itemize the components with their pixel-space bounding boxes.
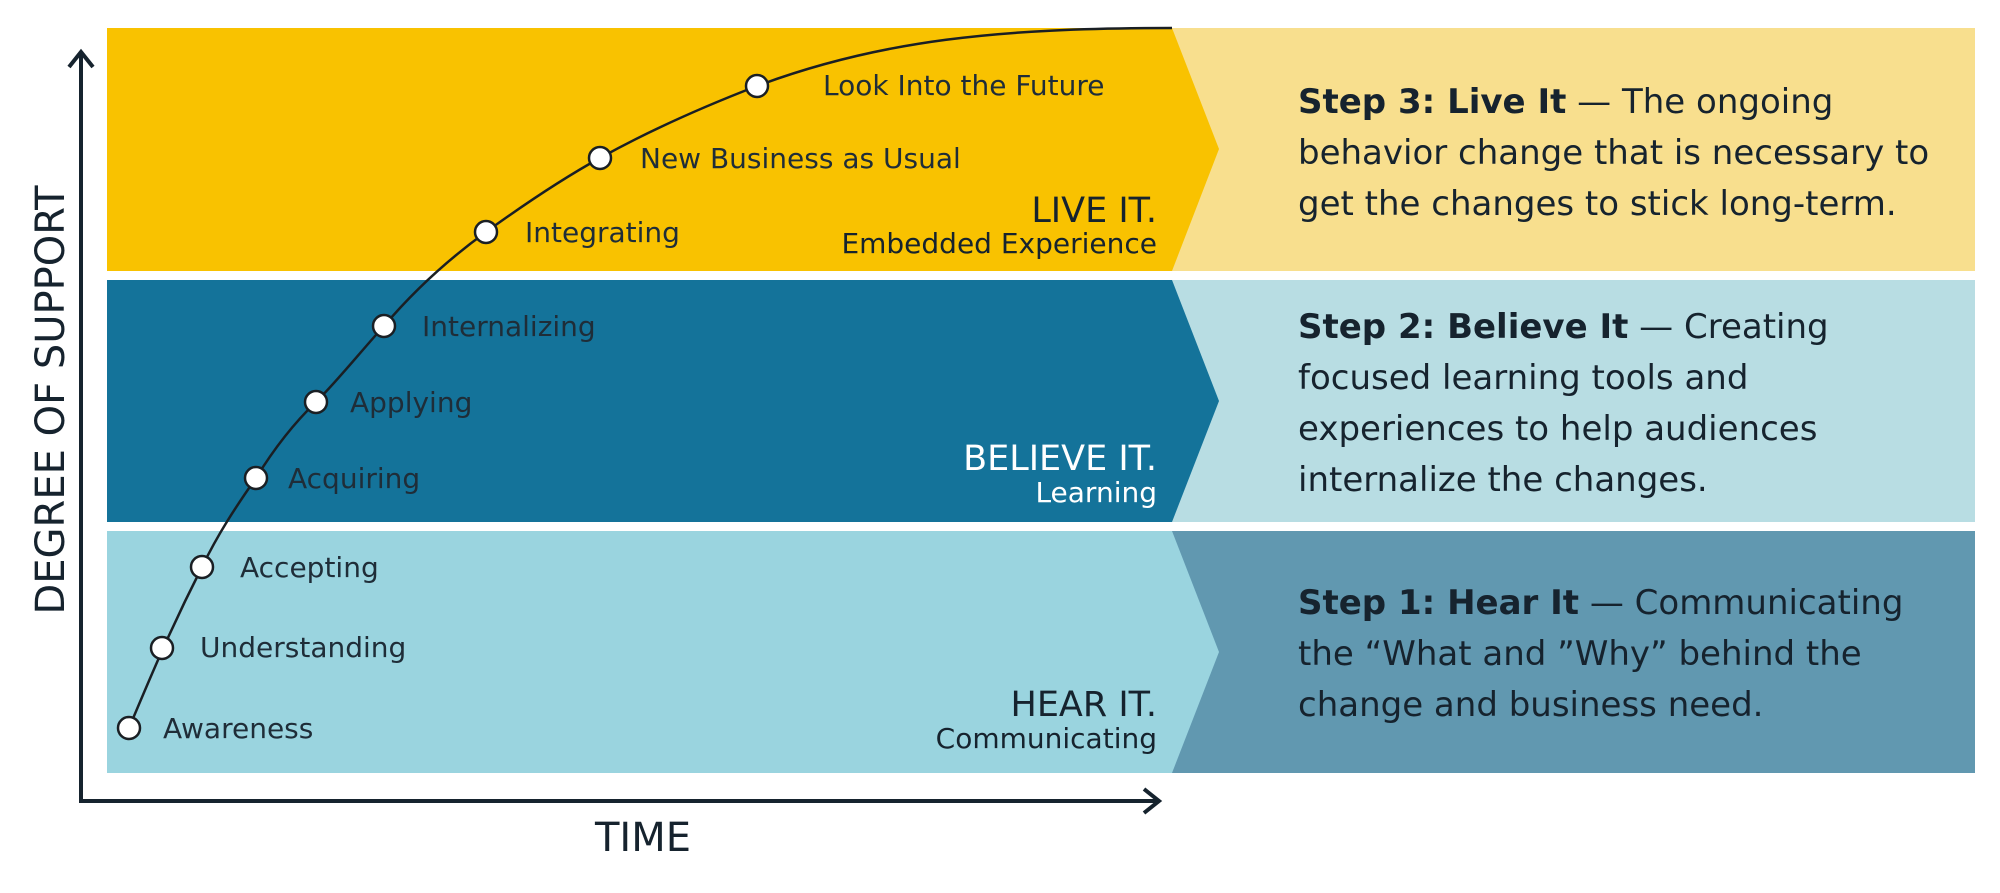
band-hear-it-subtitle: Communicating (936, 722, 1157, 755)
band-live-it-panel (1172, 28, 1975, 271)
x-axis-arrowhead (1142, 787, 1163, 815)
band-believe-it-panel (1172, 280, 1975, 522)
milestone-label: Look Into the Future (823, 69, 1105, 102)
milestone-integrating: Integrating (473, 216, 680, 249)
milestone-label: Accepting (240, 551, 379, 584)
milestone-marker (744, 73, 770, 99)
step-2-heading: Step 2: Believe It (1298, 307, 1629, 347)
step-1-heading: Step 1: Hear It (1298, 583, 1580, 623)
band-live-it-subtitle: Embedded Experience (841, 227, 1157, 260)
axes: DEGREE OF SUPPORT TIME (28, 48, 1163, 861)
step-3-text: — The ongoing behavior change that is ne… (1298, 82, 1930, 224)
milestone-label: Applying (350, 386, 472, 419)
milestone-marker (189, 554, 215, 580)
step-2-description: Step 2: Believe It — Creating focused le… (1298, 302, 1948, 506)
milestone-acquiring: Acquiring (243, 462, 420, 495)
x-axis-title: TIME (594, 815, 691, 861)
milestone-accepting: Accepting (189, 551, 379, 584)
band-hear-it-panel (1172, 531, 1975, 773)
band-believe-it: BELIEVE IT. Learning (107, 280, 1975, 522)
milestone-label: Understanding (200, 631, 406, 664)
band-hear-it: HEAR IT. Communicating (107, 531, 1975, 773)
band-believe-it-title: BELIEVE IT. (963, 439, 1157, 479)
milestone-marker (149, 635, 175, 661)
milestone-applying: Applying (303, 386, 472, 419)
band-believe-it-arrow (107, 280, 1219, 522)
step-3-heading: Step 3: Live It (1298, 82, 1567, 122)
adoption-curve (127, 26, 1173, 729)
milestone-label: Acquiring (288, 462, 420, 495)
band-live-it: LIVE IT. Embedded Experience (107, 28, 1975, 271)
band-believe-it-subtitle: Learning (1035, 476, 1157, 509)
band-hear-it-title: HEAR IT. (1011, 685, 1158, 725)
step-1-description: Step 1: Hear It — Communicating the “Wha… (1298, 578, 1948, 731)
step-2-text: — Creating focused learning tools and ex… (1298, 307, 1829, 500)
milestone-marker (303, 389, 329, 415)
milestone-label: Internalizing (422, 310, 596, 343)
milestone-marker (116, 715, 142, 741)
y-axis-title: DEGREE OF SUPPORT (28, 185, 74, 615)
milestone-label: Awareness (163, 712, 313, 745)
milestone-new-business-as-usual: New Business as Usual (587, 142, 961, 175)
milestone-understanding: Understanding (149, 631, 406, 664)
y-axis-arrowhead (67, 48, 95, 69)
milestone-marker (587, 145, 613, 171)
band-live-it-title: LIVE IT. (1031, 191, 1157, 231)
milestone-label: Integrating (525, 216, 680, 249)
step-1-text: — Communicating the “What and ”Why” behi… (1298, 583, 1904, 725)
milestone-internalizing: Internalizing (371, 310, 596, 343)
step-3-description: Step 3: Live It — The ongoing behavior c… (1298, 77, 1948, 230)
milestone-awareness: Awareness (116, 712, 313, 745)
milestone-label: New Business as Usual (640, 142, 961, 175)
milestone-marker (473, 219, 499, 245)
band-hear-it-arrow (107, 531, 1219, 773)
band-live-it-arrow (107, 28, 1219, 271)
milestone-marker (371, 313, 397, 339)
milestone-marker (243, 465, 269, 491)
milestone-look-into-the-future: Look Into the Future (744, 69, 1105, 102)
